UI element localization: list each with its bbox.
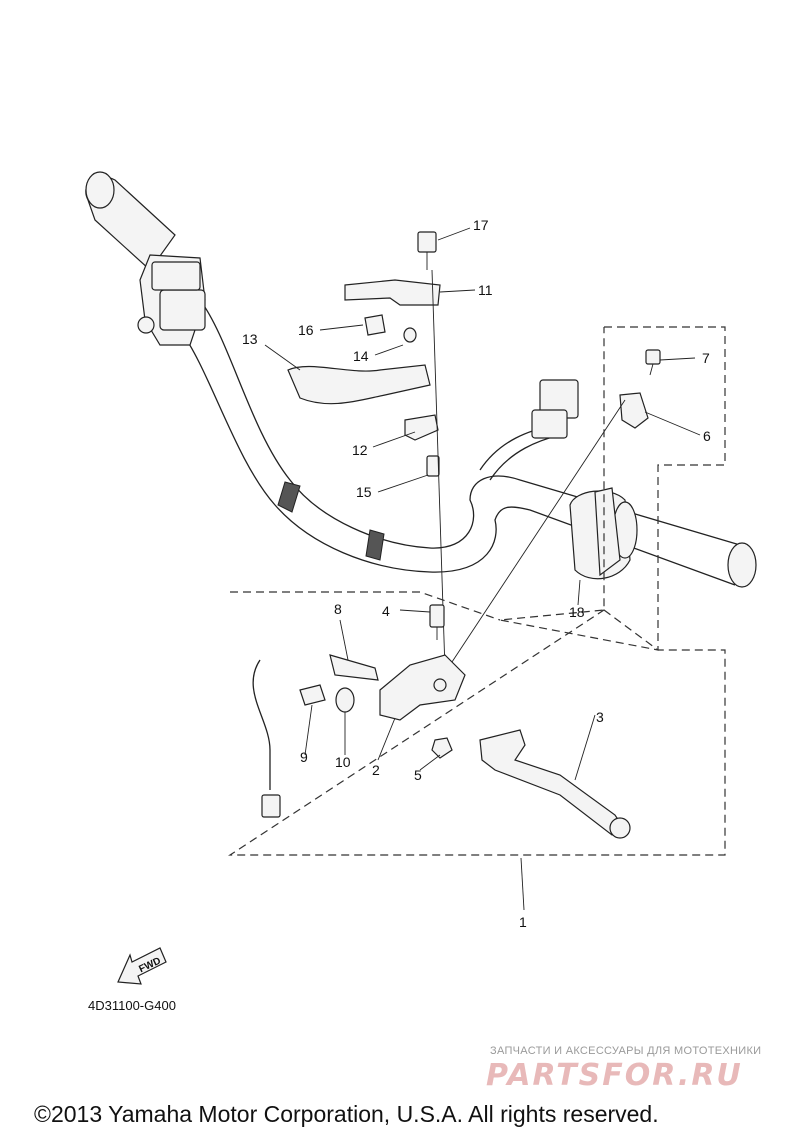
callout-4: 4: [382, 603, 390, 619]
callout-15: 15: [356, 484, 372, 500]
lever-assembly-outline: [227, 591, 726, 856]
clamp-parts: [449, 349, 661, 666]
callout-8: 8: [334, 601, 342, 617]
callout-14: 14: [353, 348, 369, 364]
handlebar: [85, 171, 757, 588]
switch-assembly: [479, 379, 638, 580]
callout-12: 12: [352, 442, 368, 458]
callout-5: 5: [414, 767, 422, 783]
callout-10: 10: [335, 754, 351, 770]
copyright-notice: ©2013 Yamaha Motor Corporation, U.S.A. A…: [34, 1101, 659, 1127]
diagram-code: 4D31100-G400: [88, 998, 176, 1013]
callout-6: 6: [703, 428, 711, 444]
switch-kit-outline: [499, 326, 726, 651]
callout-2: 2: [372, 762, 380, 778]
callout-11: 11: [478, 282, 493, 298]
leader-lines: [264, 227, 701, 911]
watermark-tagline: ЗАПЧАСТИ И АКСЕССУАРЫ ДЛЯ МОТОТЕХНИКИ: [490, 1045, 762, 1057]
clutch-lever-assembly: [252, 604, 631, 839]
callout-7: 7: [702, 350, 710, 366]
callout-1: 1: [519, 914, 527, 930]
callout-13: 13: [242, 331, 258, 347]
callout-16: 16: [298, 322, 314, 338]
callout-17: 17: [473, 217, 489, 233]
watermark-logo: PARTSFOR.RU: [486, 1058, 743, 1093]
callout-9: 9: [300, 749, 308, 765]
callout-18: 18: [569, 604, 585, 620]
fwd-arrow-icon: FWD: [117, 947, 167, 985]
callout-3: 3: [596, 709, 604, 725]
hot-start-lever-group: [287, 231, 446, 671]
